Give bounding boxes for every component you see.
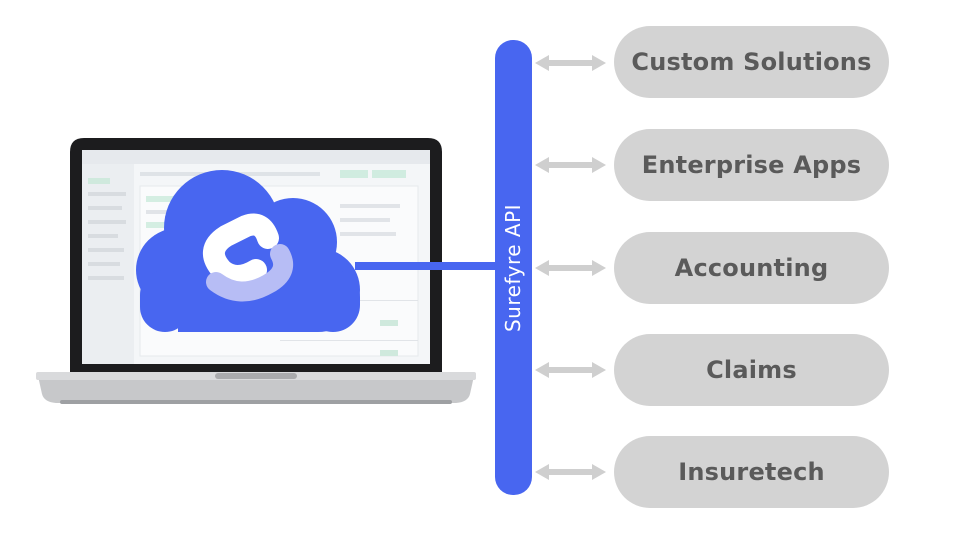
cloud-to-api-connector <box>355 262 497 270</box>
endpoint-custom-solutions: Custom Solutions <box>614 26 889 98</box>
endpoint-enterprise-apps: Enterprise Apps <box>614 129 889 201</box>
endpoint-claims: Claims <box>614 334 889 406</box>
surefyre-logo-icon <box>203 213 293 302</box>
endpoint-accounting: Accounting <box>614 232 889 304</box>
double-arrow-icon <box>535 157 606 173</box>
api-label: Surefyre API <box>501 203 525 333</box>
double-arrow-icon <box>535 55 606 71</box>
api-bar <box>495 40 532 495</box>
double-arrow-icon <box>535 362 606 378</box>
double-arrow-icon <box>535 464 606 480</box>
cloud-icon <box>136 170 360 332</box>
double-arrow-icon <box>535 260 606 276</box>
arrows <box>535 55 606 480</box>
endpoint-insuretech: Insuretech <box>614 436 889 508</box>
